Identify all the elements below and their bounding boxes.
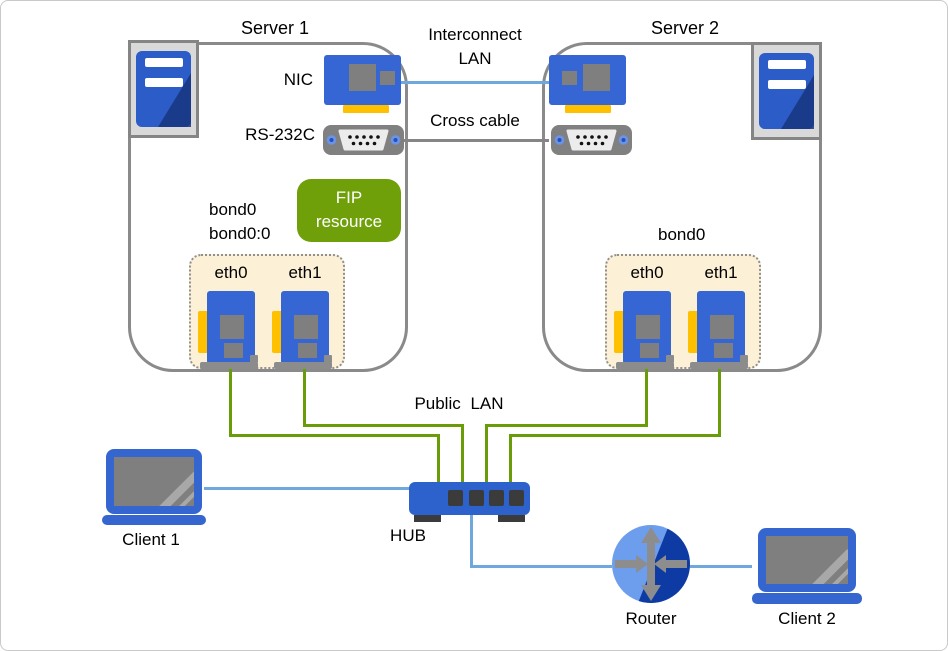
server1-title: Server 1	[240, 18, 310, 38]
interconnect-lan-label: Interconnect LAN	[428, 25, 522, 68]
fip-resource-label-line1: FIP	[335, 188, 363, 207]
server2-nic-icon	[549, 55, 627, 120]
rs232c-label: RS-232C	[245, 125, 315, 144]
hub-port-icon	[509, 490, 524, 506]
server2-eth1-icon	[688, 291, 750, 375]
hub-foot	[498, 515, 525, 522]
server2-tower-icon	[751, 42, 822, 145]
client2-laptop-icon	[752, 528, 862, 610]
hub-port-icon	[469, 490, 484, 506]
server1-eth0-label: eth0	[214, 263, 248, 282]
client1-laptop-icon	[102, 449, 206, 530]
public-lan-line-s2-eth0	[485, 362, 648, 482]
hub-label: HUB	[390, 526, 426, 545]
client1-label: Client 1	[122, 530, 180, 549]
server1-bond-labels: bond0 bond0:0	[209, 200, 271, 243]
server2-rs232c-port-icon	[551, 125, 632, 160]
public-lan-line-s1-eth0	[229, 362, 440, 482]
server1-tower-icon	[128, 40, 199, 143]
fip-resource-label-line2: resource	[315, 212, 383, 231]
hub-router-line	[470, 515, 612, 568]
client2-label: Client 2	[778, 609, 836, 628]
hub-icon	[409, 482, 530, 522]
server2-title: Server 2	[650, 18, 720, 38]
server1-eth1-label: eth1	[288, 263, 322, 282]
fip-resource-box: FIP resource	[297, 179, 401, 242]
cross-cable-label: Cross cable	[430, 111, 520, 130]
hub-port-icon	[489, 490, 504, 506]
public-lan-line-s1-eth1	[303, 362, 464, 482]
server2-eth0-icon	[614, 291, 676, 375]
nic-label: NIC	[283, 70, 313, 89]
server1-eth0-icon	[198, 291, 260, 375]
public-lan-label: Public LAN	[414, 394, 504, 413]
server2-bond-label: bond0	[658, 225, 706, 244]
router-icon	[612, 525, 690, 608]
server2-eth1-label: eth1	[704, 263, 738, 282]
hub-foot	[414, 515, 441, 522]
server1-rs232c-port-icon	[323, 125, 404, 160]
server2-eth0-label: eth0	[630, 263, 664, 282]
public-lan-line-s2-eth1	[509, 362, 721, 482]
router-label: Router	[625, 609, 677, 628]
hub-port-icon	[448, 490, 463, 506]
server1-nic-icon	[324, 55, 402, 120]
server1-eth1-icon	[272, 291, 334, 375]
